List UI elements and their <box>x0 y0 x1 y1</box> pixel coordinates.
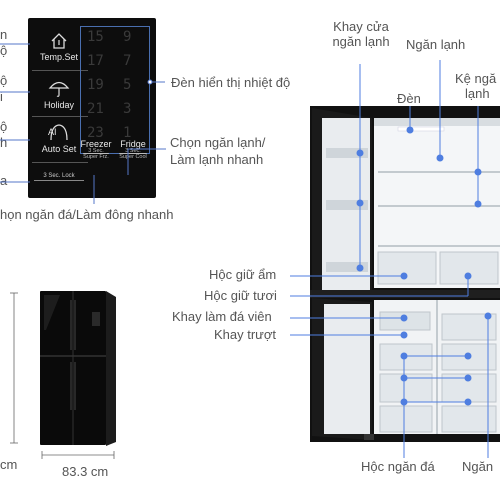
cut-label: ộ <box>0 73 8 88</box>
ai-auto-set-label: Auto Set <box>41 144 77 154</box>
ai-icon <box>50 124 68 141</box>
freezer-hint: 3 Sec. <box>88 148 104 155</box>
cut-label: i <box>0 89 3 104</box>
cut-label: ộ <box>0 43 8 58</box>
cut-label: a <box>0 173 8 188</box>
home-icon <box>51 33 67 49</box>
temp-set-label: Temp.Set <box>39 52 79 62</box>
lock-button[interactable]: 3 Sec. Lock <box>34 173 84 181</box>
fresh-drawer-callout: Hộc giữ tươi <box>204 288 277 303</box>
freezer-select-callout: họn ngăn đá/Làm đông nhanh <box>0 207 174 222</box>
fridge-label: Fridge <box>120 139 146 149</box>
cut-label: h <box>0 135 8 150</box>
ai-auto-set-button[interactable]: Auto Set <box>34 122 84 154</box>
temp-digit: 5 <box>123 77 132 93</box>
temp-digit: 23 <box>87 125 104 141</box>
freezer-label: Freezer <box>80 139 112 149</box>
temp-digit: 15 <box>87 29 104 45</box>
fridge-select-callout-1: Chọn ngăn lạnh/ <box>170 135 266 150</box>
width-dimension: 83.3 cm <box>62 464 109 479</box>
shelf-callout-line2: lạnh <box>465 85 490 101</box>
light-callout: Đèn <box>397 91 421 106</box>
door-tray-callout-line1: Khay cửa <box>333 19 389 34</box>
temp-digit: 1 <box>123 125 132 141</box>
shelf-callout: Kệ ngă lạnh <box>455 71 497 102</box>
divider <box>32 70 88 71</box>
humidity-drawer-callout: Hộc giữ ẩm <box>209 267 277 282</box>
height-dimension: cm <box>0 457 18 472</box>
cut-label: n <box>0 27 8 42</box>
fridge-hint-mode: Super Cool <box>119 154 147 161</box>
ice-tray-callout: Khay làm đá viên <box>172 309 272 324</box>
door-tray-callout-line2: ngăn lạnh <box>332 33 390 49</box>
temperature-display: 15 17 19 21 23 9 7 5 3 1 <box>80 26 150 154</box>
fridge-button[interactable]: Fridge 3 Sec. Super Cool <box>114 139 152 161</box>
temp-digit: 3 <box>123 101 132 117</box>
display-callout: Đèn hiển thị nhiệt độ <box>171 75 291 90</box>
fridge-compartment-callout: Ngăn lạnh <box>406 37 466 52</box>
freezer-drawer-callout: Hộc ngăn đá <box>361 459 435 474</box>
temp-digit: 17 <box>87 53 104 69</box>
ai-glyph: AI <box>48 127 57 137</box>
shelf-callout-line1: Kệ ngă <box>455 71 497 86</box>
divider <box>32 162 88 163</box>
temp-digit: 21 <box>87 101 104 117</box>
fridge-select-callout-2: Làm lạnh nhanh <box>170 152 264 167</box>
freezer-button[interactable]: Freezer 3 Sec. Super Frz. <box>78 139 114 161</box>
umbrella-icon <box>48 81 70 97</box>
freezer-compartment-callout: Ngăn <box>462 459 494 474</box>
fridge-hint: 3 Sec. <box>125 148 141 155</box>
temp-set-button[interactable]: Temp.Set <box>34 32 84 62</box>
cut-label: ộ <box>0 119 8 134</box>
control-panel: Temp.Set Holiday Auto Set AI 3 Sec. Lock… <box>28 18 156 198</box>
temp-digit: 19 <box>87 77 104 93</box>
door-tray-callout: Khay cửa ngăn lạnh <box>329 19 393 50</box>
slide-tray-callout: Khay trượt <box>214 327 277 342</box>
holiday-button[interactable]: Holiday <box>34 78 84 110</box>
freezer-hint-mode: Super Frz. <box>83 154 109 161</box>
temp-digit: 7 <box>123 53 132 69</box>
lock-label: 3 Sec. Lock <box>43 173 75 179</box>
divider <box>32 116 88 117</box>
holiday-label: Holiday <box>43 100 74 110</box>
temp-digit: 9 <box>123 29 132 45</box>
